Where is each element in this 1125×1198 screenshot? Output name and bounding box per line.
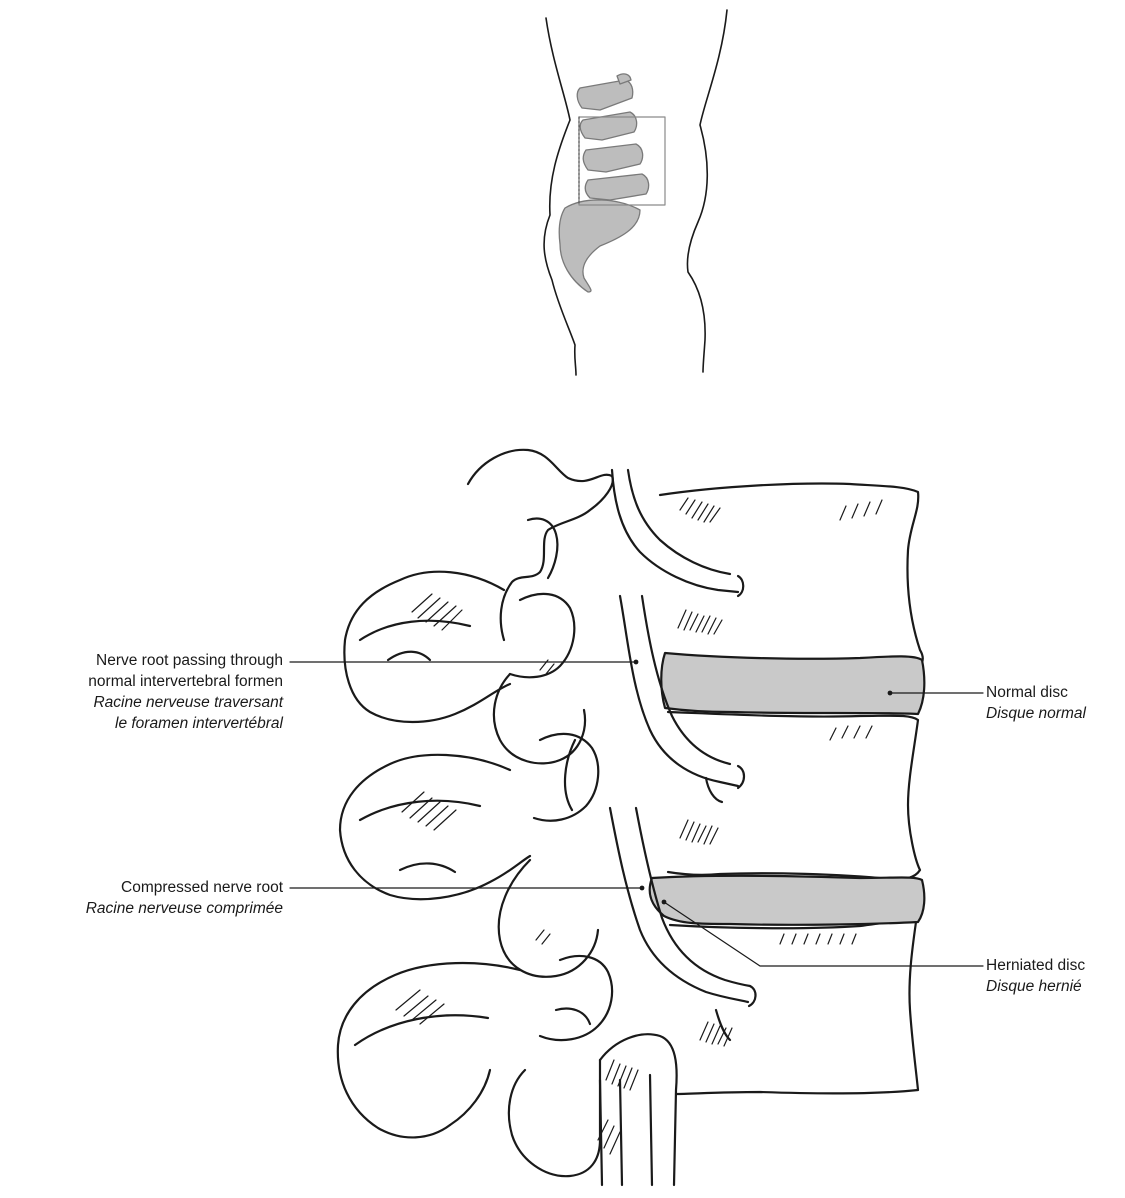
label-compressed-root-en: Compressed nerve root: [86, 877, 283, 898]
label-normal-disc: Normal disc Disque normal: [986, 682, 1086, 724]
label-nerve-root-normal-en-1: Nerve root passing through: [88, 650, 283, 671]
lumbar-vertebrae-inset: [577, 74, 648, 200]
lower-vertebral-body: [670, 920, 918, 1094]
sacrum-inset: [559, 200, 640, 292]
posterior-elements: [338, 450, 677, 1185]
upper-transverse-process: [344, 572, 510, 722]
label-compressed-root-fr: Racine nerveuse comprimée: [86, 898, 283, 919]
label-nerve-root-normal: Nerve root passing through normal interv…: [88, 650, 283, 734]
middle-transverse-process: [340, 755, 530, 899]
label-compressed-root: Compressed nerve root Racine nerveuse co…: [86, 877, 283, 919]
discs: [650, 653, 925, 925]
label-herniated-disc: Herniated disc Disque hernié: [986, 955, 1085, 997]
label-nerve-root-normal-fr-1: Racine nerveuse traversant: [88, 692, 283, 713]
vertebral-bodies: [660, 483, 923, 1094]
herniated-disc: [650, 876, 925, 925]
body-silhouette-inset: [544, 10, 727, 375]
normal-disc: [661, 653, 924, 714]
label-herniated-disc-fr: Disque hernié: [986, 976, 1085, 997]
lower-transverse-process: [338, 963, 520, 1137]
label-normal-disc-en: Normal disc: [986, 682, 1086, 703]
label-normal-disc-fr: Disque normal: [986, 703, 1086, 724]
back-contour: [544, 18, 576, 375]
upper-vertebral-body: [660, 483, 923, 672]
middle-vertebral-body: [668, 712, 920, 879]
label-herniated-disc-en: Herniated disc: [986, 955, 1085, 976]
nerve-roots: [610, 470, 756, 1040]
upper-articular-process: [468, 450, 613, 640]
front-contour: [687, 10, 727, 372]
label-nerve-root-normal-fr-2: le foramen intervertébral: [88, 713, 283, 734]
lower-spinous-process: [509, 1060, 600, 1176]
label-nerve-root-normal-en-2: normal intervertebral formen: [88, 671, 283, 692]
